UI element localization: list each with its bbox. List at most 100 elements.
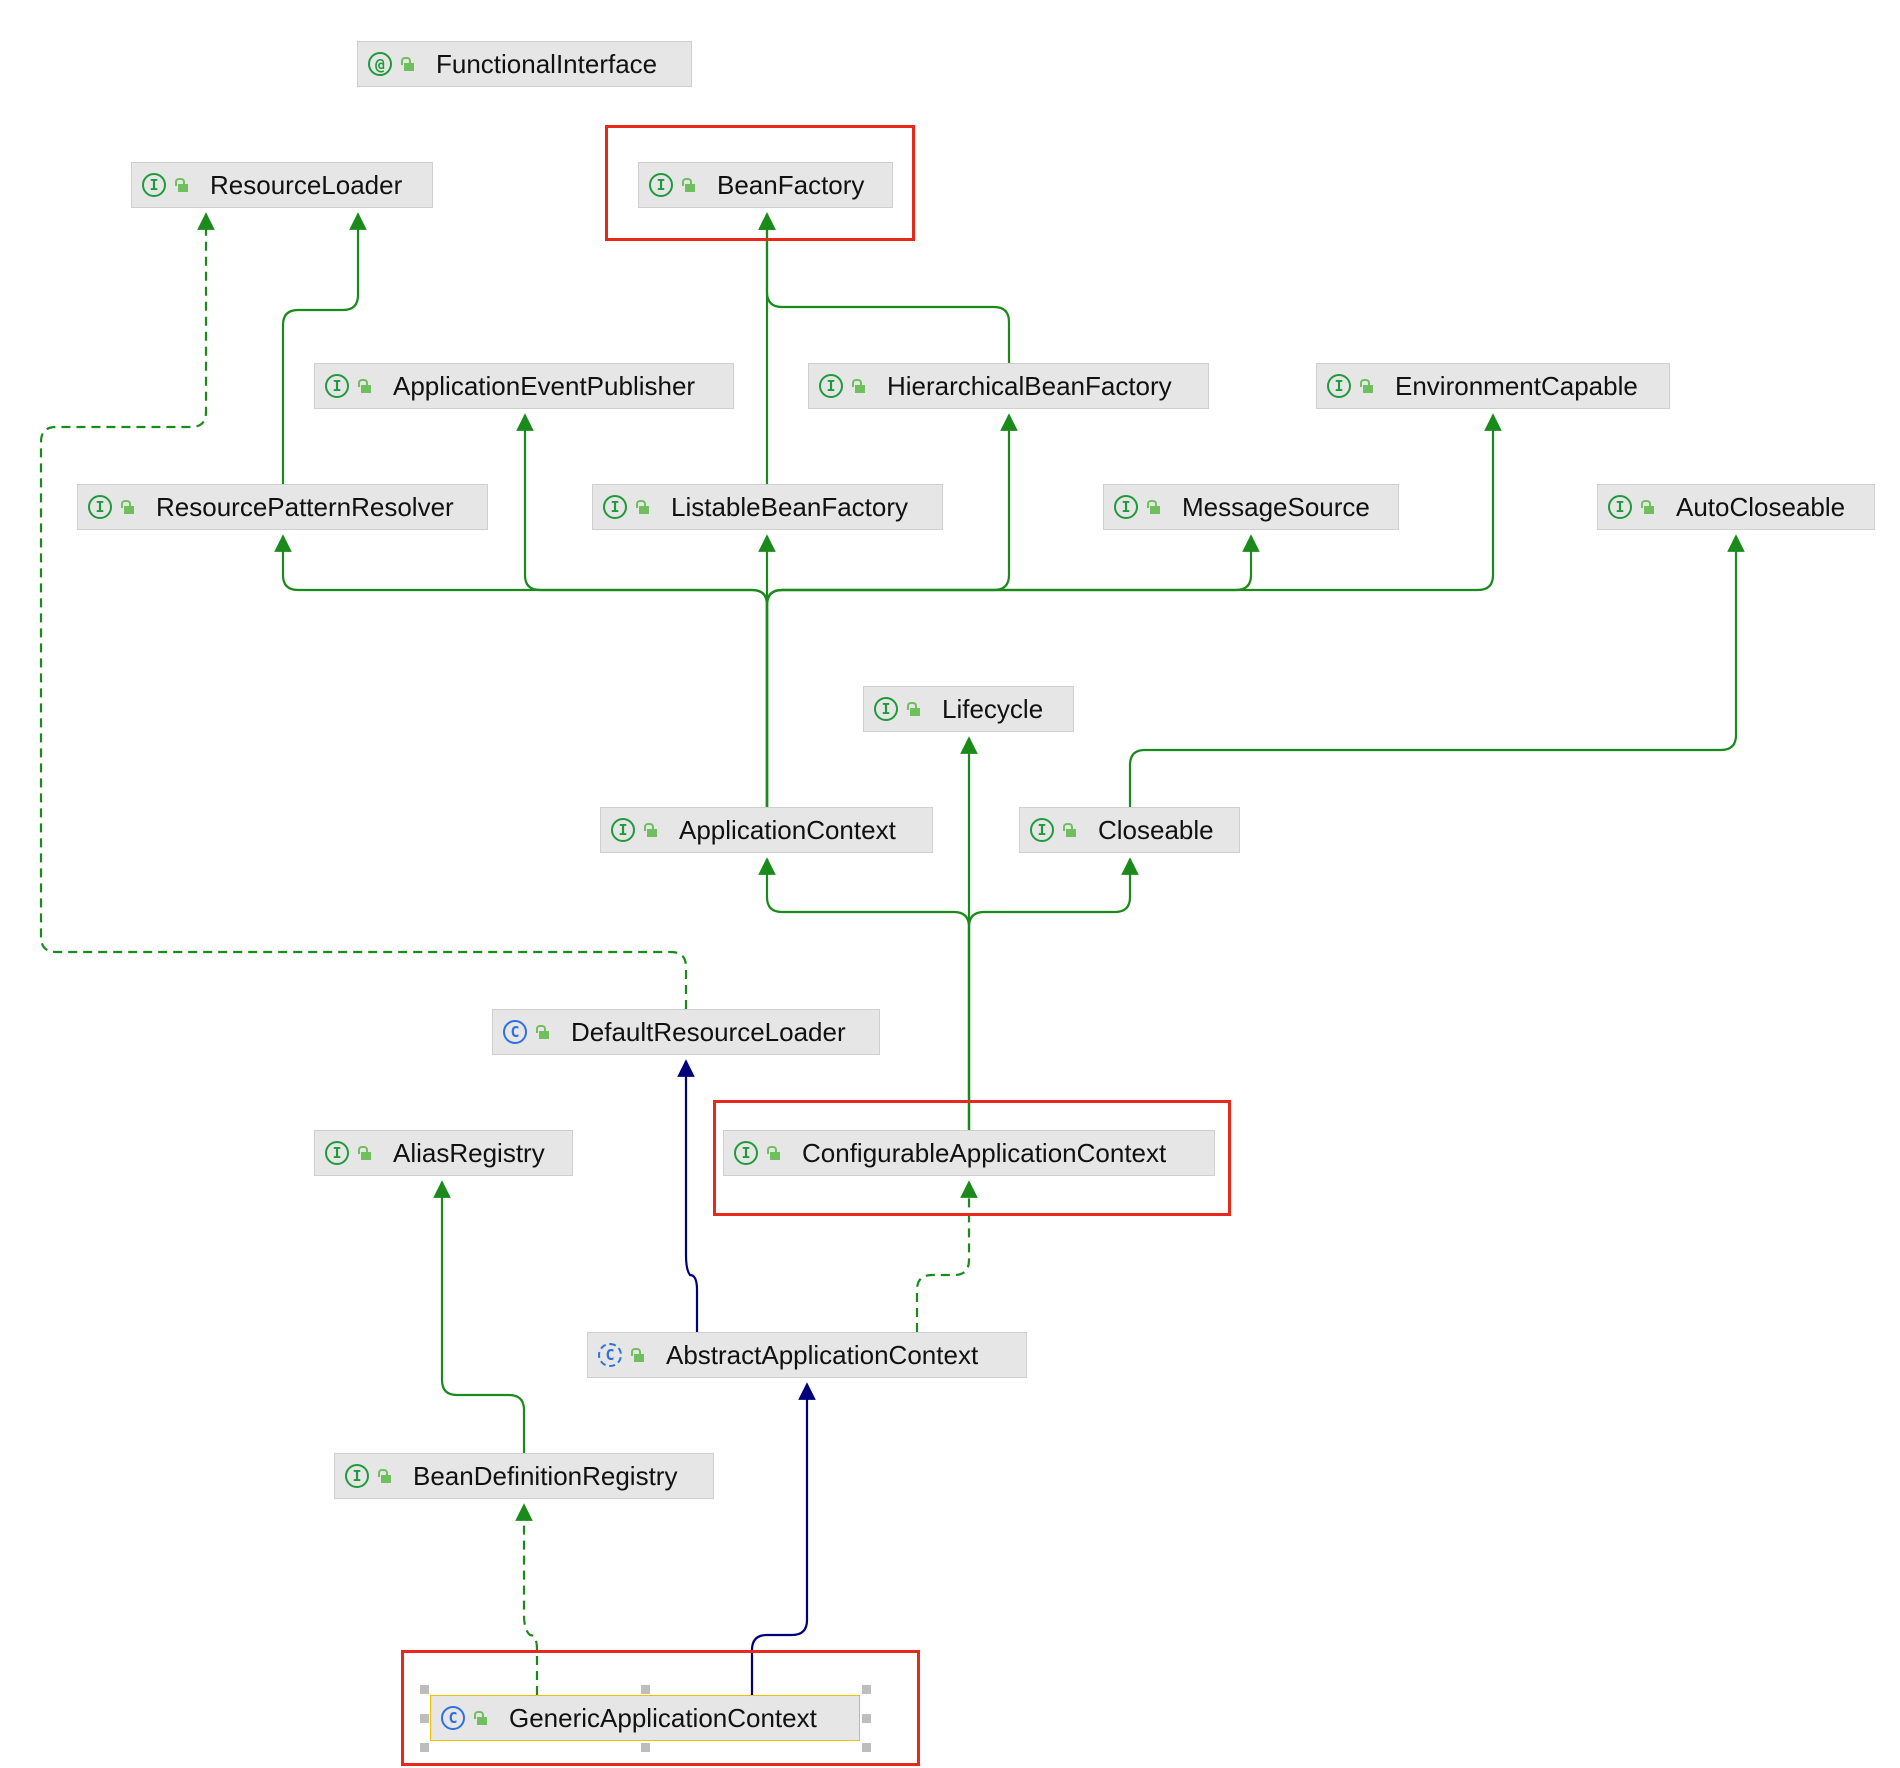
- node-label: Lifecycle: [942, 693, 1044, 724]
- node-label: ResourcePatternResolver: [156, 491, 454, 522]
- node-autocloseable[interactable]: I AutoCloseable: [1597, 484, 1875, 530]
- highlight-box-beanfactory: [605, 125, 915, 241]
- selection-handle[interactable]: [862, 1714, 871, 1723]
- selection-handle[interactable]: [862, 1743, 871, 1752]
- interface-icon: I: [734, 1141, 758, 1165]
- edge-confappcontext-to-appcontext: [758, 857, 971, 1130]
- interface-icon: I: [1030, 818, 1054, 842]
- interface-icon: I: [1114, 495, 1138, 519]
- public-visibility-icon: [357, 1146, 371, 1160]
- node-label: ConfigurableApplicationContext: [802, 1137, 1167, 1168]
- interface-icon: I: [1327, 374, 1351, 398]
- node-appcontext[interactable]: I ApplicationContext: [600, 807, 933, 853]
- edge-beandefregistry-to-aliasregistry: [433, 1180, 526, 1453]
- selection-handle[interactable]: [420, 1743, 429, 1752]
- node-closeable[interactable]: I Closeable: [1019, 807, 1240, 853]
- interface-icon: I: [603, 495, 627, 519]
- edge-hierbeanfactory-to-beanfactory: [758, 212, 1011, 363]
- public-visibility-icon: [535, 1025, 549, 1039]
- edge-abstractappcontext-to-defaultresloader: [677, 1059, 699, 1332]
- node-label: MessageSource: [1182, 491, 1370, 522]
- public-visibility-icon: [1640, 500, 1654, 514]
- node-label: ListableBeanFactory: [671, 491, 909, 522]
- node-label: AliasRegistry: [393, 1137, 545, 1168]
- node-hierbeanfactory[interactable]: I HierarchicalBeanFactory: [808, 363, 1209, 409]
- selection-handle[interactable]: [420, 1714, 429, 1723]
- node-label: GenericApplicationContext: [509, 1702, 817, 1733]
- edge-respatternresolver-to-resourceloader: [281, 212, 367, 484]
- node-messagesource[interactable]: I MessageSource: [1103, 484, 1399, 530]
- edge-appcontext-to-appeventpublisher: [516, 413, 769, 807]
- edge-defaultresloader-to-resourceloader: [39, 212, 688, 1009]
- node-confappcontext[interactable]: I ConfigurableApplicationContext: [723, 1130, 1215, 1176]
- interface-icon: I: [325, 374, 349, 398]
- public-visibility-icon: [851, 379, 865, 393]
- node-abstractappcontext[interactable]: C AbstractApplicationContext: [587, 1332, 1027, 1378]
- interface-icon: I: [874, 697, 898, 721]
- abstract-class-icon: C: [598, 1343, 622, 1367]
- selection-handle[interactable]: [641, 1743, 650, 1752]
- node-label: BeanFactory: [717, 169, 865, 200]
- highlight-box-confappcontext: [713, 1100, 1231, 1216]
- public-visibility-icon: [766, 1146, 780, 1160]
- public-visibility-icon: [400, 57, 414, 71]
- node-lifecycle[interactable]: I Lifecycle: [863, 686, 1074, 732]
- interface-icon: I: [88, 495, 112, 519]
- node-defaultresloader[interactable]: C DefaultResourceLoader: [492, 1009, 880, 1055]
- node-beandefregistry[interactable]: I BeanDefinitionRegistry: [334, 1453, 714, 1499]
- interface-icon: I: [345, 1464, 369, 1488]
- node-label: ApplicationContext: [679, 814, 896, 845]
- interface-icon: I: [611, 818, 635, 842]
- public-visibility-icon: [174, 178, 188, 192]
- interface-icon: I: [325, 1141, 349, 1165]
- interface-icon: I: [1608, 495, 1632, 519]
- node-label: AbstractApplicationContext: [666, 1339, 979, 1370]
- public-visibility-icon: [120, 500, 134, 514]
- public-visibility-icon: [906, 702, 920, 716]
- selection-handle[interactable]: [862, 1685, 871, 1694]
- interface-icon: I: [142, 173, 166, 197]
- public-visibility-icon: [1146, 500, 1160, 514]
- selection-handle[interactable]: [641, 1685, 650, 1694]
- highlight-box-genericappcontext: [401, 1650, 920, 1766]
- edge-appcontext-to-envcapable: [765, 413, 1502, 807]
- node-label: Closeable: [1098, 814, 1214, 845]
- public-visibility-icon: [643, 823, 657, 837]
- node-appeventpublisher[interactable]: I ApplicationEventPublisher: [314, 363, 734, 409]
- public-visibility-icon: [1062, 823, 1076, 837]
- node-label: ResourceLoader: [210, 169, 403, 200]
- interface-icon: I: [819, 374, 843, 398]
- public-visibility-icon: [473, 1711, 487, 1725]
- node-label: BeanDefinitionRegistry: [413, 1460, 678, 1491]
- public-visibility-icon: [681, 178, 695, 192]
- selection-handle[interactable]: [420, 1685, 429, 1694]
- node-label: AutoCloseable: [1676, 491, 1846, 522]
- public-visibility-icon: [1359, 379, 1373, 393]
- node-listablebeanfactory[interactable]: I ListableBeanFactory: [592, 484, 943, 530]
- public-visibility-icon: [357, 379, 371, 393]
- node-label: FunctionalInterface: [436, 48, 658, 79]
- node-label: HierarchicalBeanFactory: [887, 370, 1172, 401]
- node-aliasregistry[interactable]: I AliasRegistry: [314, 1130, 573, 1176]
- node-resourceloader[interactable]: I ResourceLoader: [131, 162, 433, 208]
- class-icon: C: [503, 1020, 527, 1044]
- public-visibility-icon: [635, 500, 649, 514]
- annotation-icon: @: [368, 52, 392, 76]
- node-envcapable[interactable]: I EnvironmentCapable: [1316, 363, 1670, 409]
- edge-closeable-to-autocloseable: [1128, 534, 1745, 807]
- node-label: ApplicationEventPublisher: [393, 370, 696, 401]
- public-visibility-icon: [377, 1469, 391, 1483]
- edge-genericappcontext-to-beandefregistry: [515, 1503, 539, 1695]
- edge-confappcontext-to-closeable: [967, 857, 1139, 1130]
- node-label: EnvironmentCapable: [1395, 370, 1638, 401]
- node-functional[interactable]: @ FunctionalInterface: [357, 41, 692, 87]
- node-respatternresolver[interactable]: I ResourcePatternResolver: [77, 484, 488, 530]
- edge-appcontext-to-hierbeanfactory: [765, 413, 1018, 807]
- edge-genericappcontext-to-abstractappcontext: [750, 1382, 816, 1695]
- node-label: DefaultResourceLoader: [571, 1016, 846, 1047]
- public-visibility-icon: [630, 1348, 644, 1362]
